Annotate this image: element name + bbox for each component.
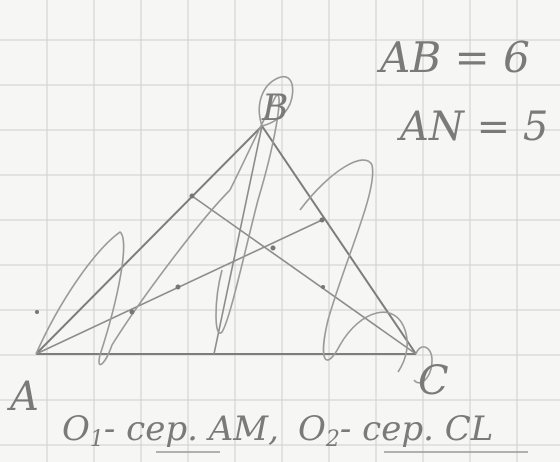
note-o2: O2- cep. CL bbox=[298, 409, 493, 452]
scribble-loops bbox=[35, 75, 433, 384]
note-o1-letter: O bbox=[62, 409, 90, 449]
loop-right bbox=[299, 159, 408, 373]
point-l bbox=[189, 193, 195, 199]
vertex-label-a: A bbox=[6, 374, 39, 420]
note-o2-subscript: 2 bbox=[325, 427, 340, 452]
vertex-label-c: C bbox=[418, 358, 449, 404]
bottom-note: O1- cep. AM, O2- cep. CL bbox=[62, 409, 528, 453]
note-o2-letter: O bbox=[298, 409, 326, 449]
point-n bbox=[321, 285, 325, 289]
vertex-label-b: B bbox=[261, 88, 288, 129]
given-ab: AB = 6 bbox=[376, 33, 530, 82]
marked-points bbox=[35, 193, 325, 315]
point-m bbox=[319, 217, 325, 223]
point-mid-ab-2 bbox=[175, 284, 181, 290]
note-o2-text: - cep. CL bbox=[340, 409, 493, 449]
loop-c bbox=[413, 346, 433, 384]
note-o1-subscript: 1 bbox=[90, 427, 104, 452]
segment-cl bbox=[191, 195, 417, 355]
triangle-abc bbox=[35, 125, 417, 355]
point-mid-ab bbox=[129, 309, 135, 315]
segment-bn bbox=[213, 125, 263, 355]
side-bc bbox=[261, 125, 417, 355]
loop-left bbox=[35, 189, 231, 366]
note-o1-text: - cep. AM, bbox=[104, 409, 279, 449]
side-ab bbox=[35, 125, 263, 355]
note-o1: O1- cep. AM, bbox=[62, 409, 279, 452]
loop-b-top bbox=[258, 75, 294, 127]
loop-middle bbox=[215, 94, 280, 334]
point-stray bbox=[35, 310, 39, 314]
point-center bbox=[270, 245, 276, 251]
given-an: AN = 5 bbox=[396, 104, 548, 150]
